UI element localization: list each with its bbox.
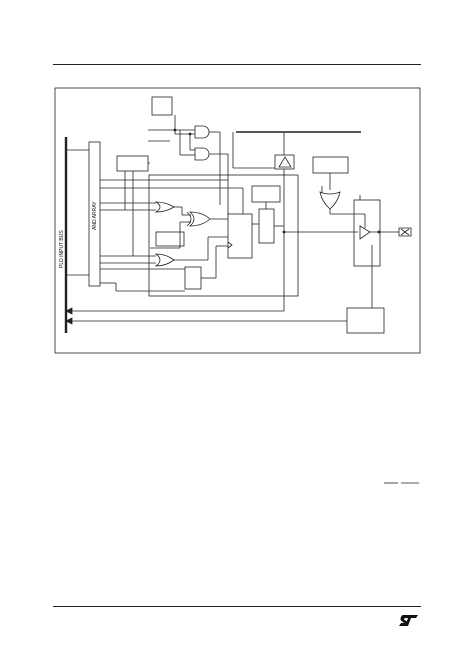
config-box xyxy=(151,96,173,116)
or-gate xyxy=(319,191,341,210)
wire xyxy=(175,210,191,222)
select-box xyxy=(116,155,149,172)
arrow-left-icon xyxy=(65,307,73,315)
and-array-label: AND ARRAY xyxy=(92,201,98,230)
preset-box xyxy=(251,185,281,203)
io-pin-block xyxy=(353,199,381,267)
st-logo-icon xyxy=(399,615,418,626)
st-logo-shape xyxy=(399,615,418,626)
oe-buffer-box xyxy=(274,154,295,170)
diagram-frame xyxy=(54,87,421,354)
or-gate xyxy=(154,253,175,267)
junction-dot xyxy=(377,230,381,234)
buffer-triangle-icon xyxy=(278,156,292,168)
pld-input-bus-label: PLD INPUT BUS xyxy=(59,230,65,268)
output-buffer-triangle-icon xyxy=(359,225,371,240)
footer-rule xyxy=(53,606,421,607)
macrocell-box xyxy=(148,174,299,297)
config-box xyxy=(155,231,185,247)
junction-dot xyxy=(188,132,192,136)
and-gate xyxy=(194,147,210,161)
junction-dot xyxy=(173,128,177,132)
input-buffer-box xyxy=(346,307,385,334)
clock-input-icon xyxy=(227,241,233,249)
io-pad-cross xyxy=(400,228,410,236)
arrow-left-icon xyxy=(65,317,73,325)
output-mux xyxy=(258,208,275,244)
and-array-block xyxy=(88,141,101,287)
clock-select-box xyxy=(184,266,202,290)
or-gate xyxy=(154,201,175,213)
xor-gate xyxy=(188,211,211,227)
overbar-marks xyxy=(384,482,419,484)
feedback-box xyxy=(312,156,349,174)
header-rule xyxy=(53,64,421,65)
and-gate xyxy=(194,125,210,139)
register-flip-flop xyxy=(227,213,253,259)
io-pad-icon xyxy=(398,227,412,237)
xor-gate-input-arc xyxy=(186,211,192,227)
